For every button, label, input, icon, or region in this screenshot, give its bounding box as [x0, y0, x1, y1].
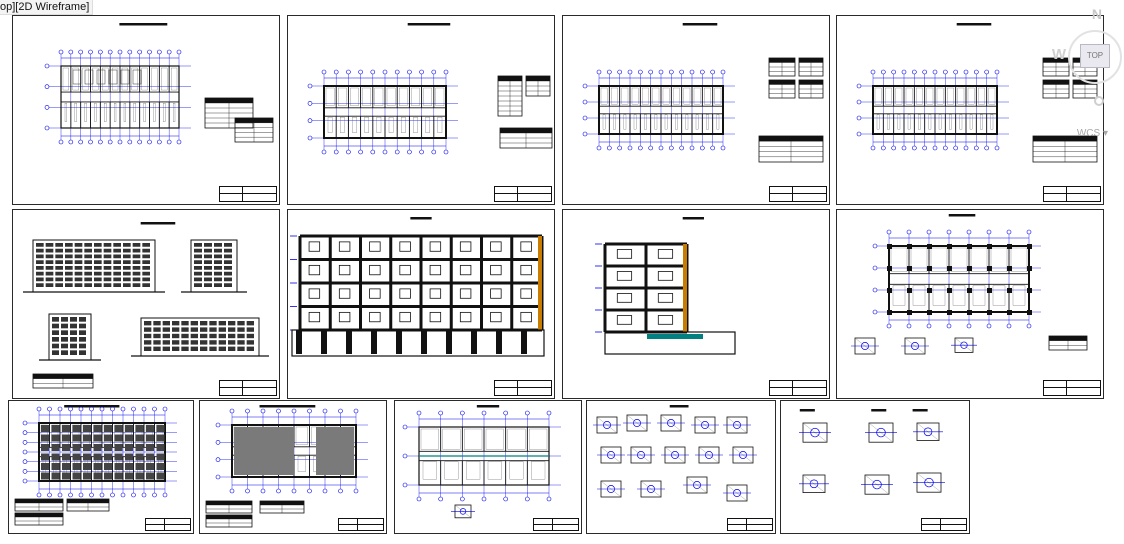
- drawing-sheet-7[interactable]: [562, 209, 830, 399]
- drawing-sheet-10[interactable]: [199, 400, 387, 534]
- title-block: [1043, 186, 1101, 202]
- title-block: [219, 186, 277, 202]
- sheet-drawing: [582, 23, 824, 163]
- title-block: [727, 518, 773, 531]
- drawing-sheet-2[interactable]: [287, 15, 555, 205]
- sheet-drawing: [290, 217, 545, 357]
- title-block: [145, 518, 191, 531]
- sheet-drawing: [593, 405, 757, 502]
- compass-ring[interactable]: [1068, 30, 1122, 84]
- sheet-drawing: [851, 214, 1088, 355]
- compass-west-label[interactable]: W: [1051, 46, 1066, 63]
- rotate-view-icon[interactable]: [1094, 96, 1104, 106]
- sheet-drawing: [205, 405, 368, 528]
- title-block: [338, 518, 384, 531]
- title-block: [494, 186, 552, 202]
- ucs-menu[interactable]: WCS ▾: [1076, 128, 1108, 139]
- drawing-sheet-12[interactable]: [586, 400, 776, 534]
- drawing-sheet-9[interactable]: [8, 400, 194, 534]
- sheet-drawing: [23, 222, 269, 389]
- sheet-drawing: [402, 405, 561, 519]
- title-block: [219, 380, 277, 396]
- title-block: [494, 380, 552, 396]
- drawing-sheet-5[interactable]: [12, 209, 280, 399]
- drawing-sheet-8[interactable]: [836, 209, 1104, 399]
- title-block: [769, 186, 827, 202]
- viewport-controls-label[interactable]: op][2D Wireframe]: [0, 0, 94, 15]
- title-block: [921, 518, 967, 531]
- title-block: [769, 380, 827, 396]
- drawing-sheet-1[interactable]: [12, 15, 280, 205]
- viewcube-top-face[interactable]: TOP: [1080, 44, 1110, 68]
- drawing-sheet-11[interactable]: [394, 400, 582, 534]
- sheet-drawing: [14, 405, 177, 526]
- sheet-drawing: [44, 23, 274, 145]
- drawing-sheet-4[interactable]: [836, 15, 1104, 205]
- drawing-sheet-13[interactable]: [780, 400, 970, 534]
- sheet-drawing: [856, 23, 1098, 163]
- compass-north-label[interactable]: N: [1091, 6, 1102, 22]
- sheet-drawing: [595, 217, 736, 355]
- sheet-drawing: [799, 409, 945, 495]
- title-block: [1043, 380, 1101, 396]
- title-block: [533, 518, 579, 531]
- drawing-sheet-6[interactable]: [287, 209, 555, 399]
- sheet-drawing: [307, 23, 553, 155]
- drawing-sheet-3[interactable]: [562, 15, 830, 205]
